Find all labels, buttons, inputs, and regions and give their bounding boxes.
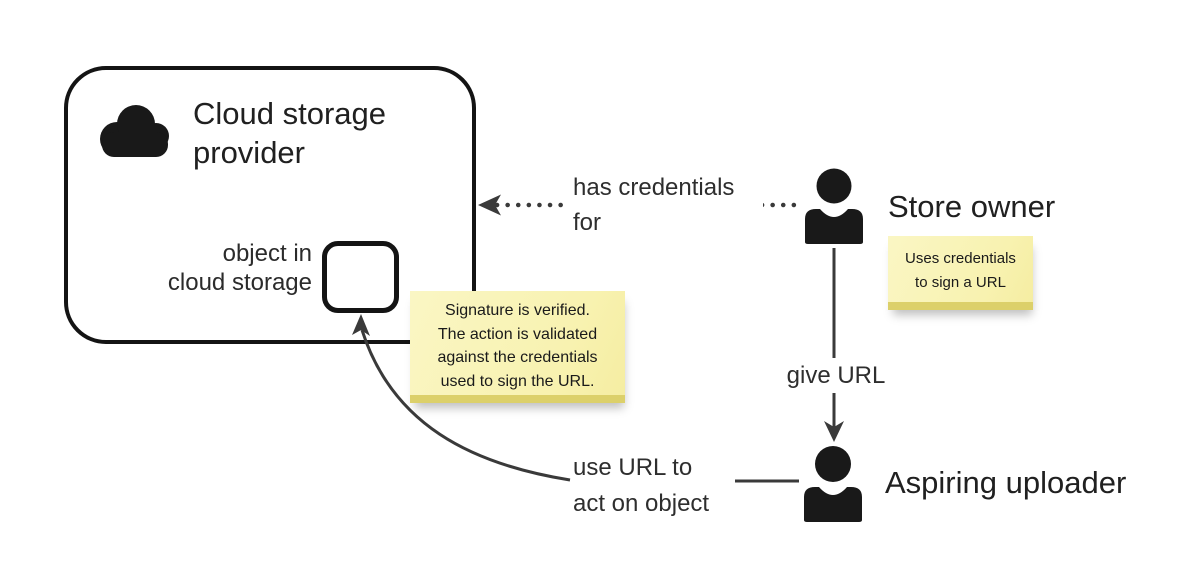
object-label: object in cloud storage (142, 239, 312, 297)
person-icon (805, 168, 863, 244)
use-url-line2: act on object (573, 490, 710, 517)
edge-label-give-url: give URL (774, 358, 898, 393)
cloud-icon (100, 105, 169, 157)
provider-title-line1: Cloud storage provider (193, 96, 387, 170)
uses-credentials-line2: to sign a URL (915, 274, 1006, 291)
edge-label-has-credentials: has credentials for (563, 170, 763, 240)
object-node (322, 241, 399, 313)
store-owner-label: Store owner (888, 189, 1056, 224)
signature-note-line3: against the credentials (437, 349, 598, 366)
uses-credentials-line1: Uses credentials (905, 250, 1016, 267)
give-url-arrowhead (824, 421, 844, 442)
signature-note-line4: used to sign the URL. (440, 372, 595, 390)
use-url-line1: use URL to (573, 454, 693, 481)
sticky-note-signature-verified: Signature is verified. The action is val… (410, 291, 625, 403)
signature-note-line1: Signature is verified. (445, 302, 590, 319)
person-icon (804, 446, 862, 522)
provider-title: Cloud storage provider (193, 94, 425, 172)
has-credentials-arrowhead (478, 194, 501, 216)
object-label-line2: cloud storage (167, 269, 312, 296)
object-label-line1: object in (222, 240, 312, 267)
edge-label-use-url: use URL to act on object (573, 450, 741, 522)
sticky-note-uses-credentials: Uses credentials to sign a URL (888, 236, 1033, 310)
has-credentials-line2: for (573, 209, 602, 236)
aspiring-uploader-label: Aspiring uploader (885, 465, 1127, 500)
signature-note-line2: The action is validated (437, 325, 598, 343)
has-credentials-line1: has credentials (573, 174, 735, 201)
